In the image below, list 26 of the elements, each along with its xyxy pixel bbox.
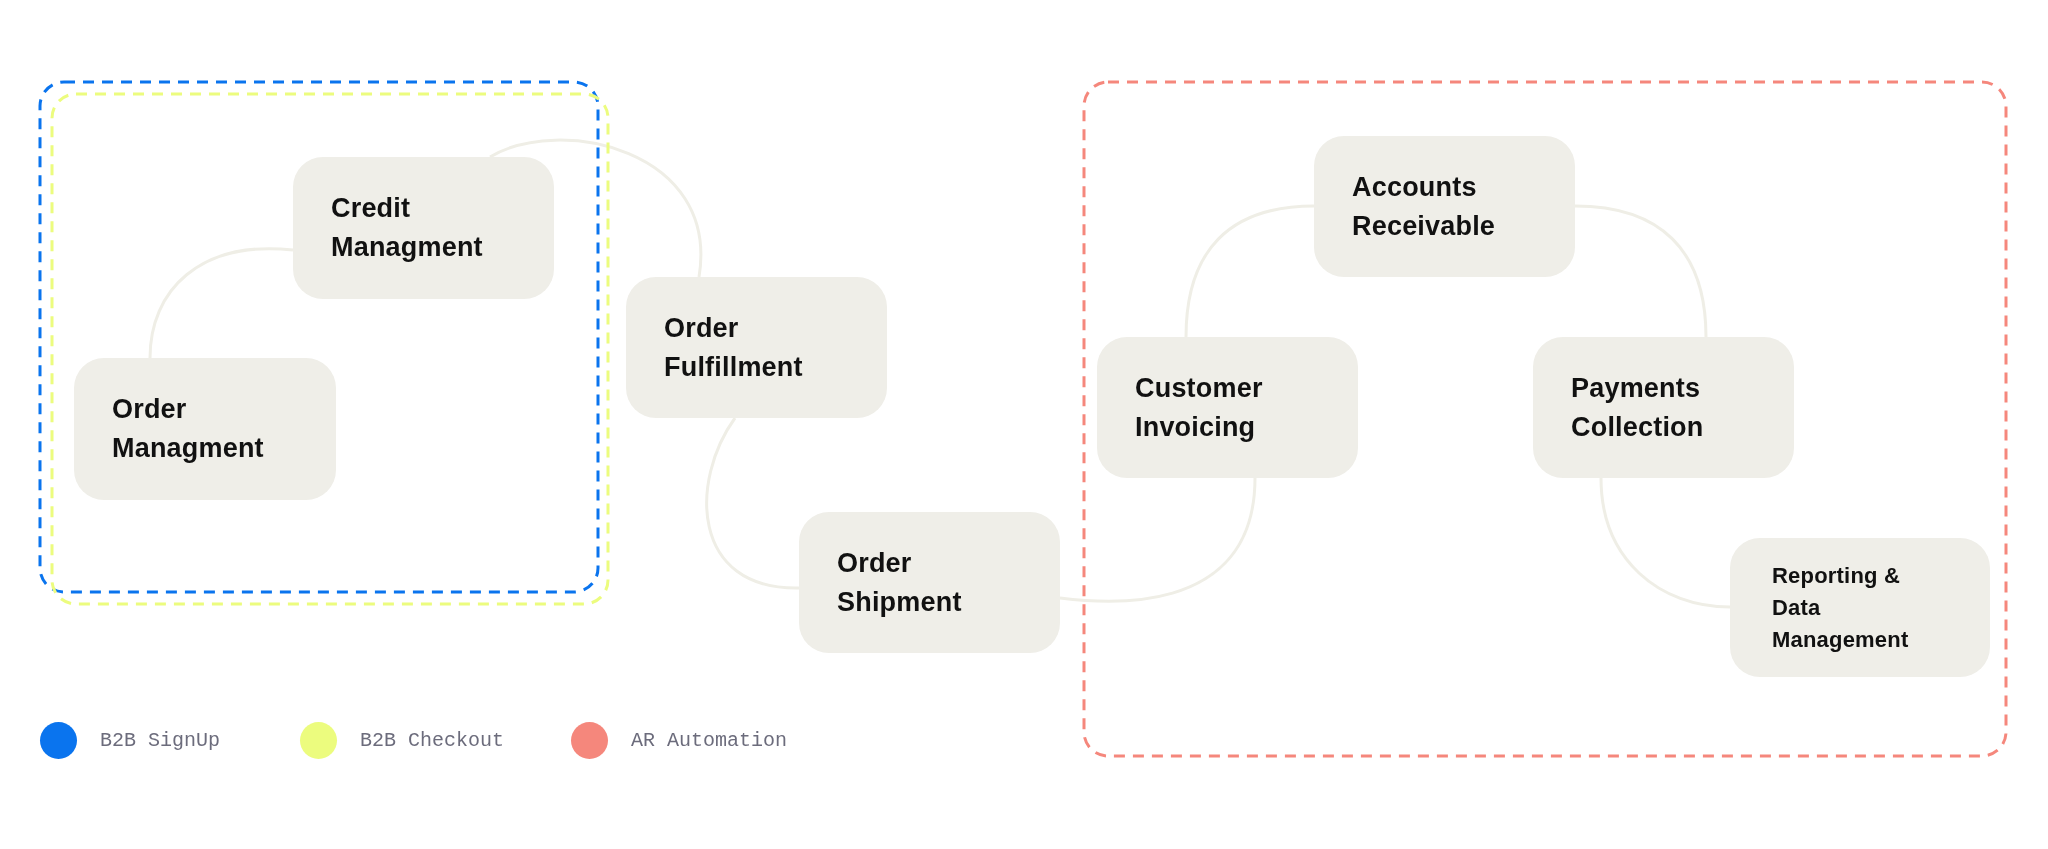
card-label: Accounts Receivable (1352, 170, 1497, 243)
legend-label: B2B Checkout (360, 729, 505, 752)
legend-label: AR Automation (631, 729, 788, 752)
process-card (1314, 136, 1575, 277)
card-label: Credit Managment (331, 192, 484, 264)
card-label: Order Shipment (837, 546, 963, 619)
process-card (1730, 538, 1990, 677)
connector-line (1599, 477, 1731, 609)
card-label: Payments Collection (1571, 371, 1705, 444)
connector-line (1059, 477, 1257, 603)
connector-line (1184, 204, 1315, 338)
connector-line (1574, 204, 1708, 338)
card-label: Order Managment (112, 393, 265, 465)
process-card (1097, 337, 1358, 478)
connector-line (148, 247, 294, 359)
process-card (626, 277, 887, 418)
process-card (1533, 337, 1794, 478)
process-card (293, 157, 554, 299)
connector-line (489, 138, 703, 278)
card-label: Reporting & Data Management (1772, 561, 1910, 654)
process-card (74, 358, 336, 500)
process-card (799, 512, 1060, 653)
legend-label: B2B SignUp (100, 729, 221, 752)
card-label: Order Fulfillment (664, 311, 804, 384)
connector-line (705, 417, 800, 590)
card-label: Customer Invoicing (1135, 371, 1264, 444)
